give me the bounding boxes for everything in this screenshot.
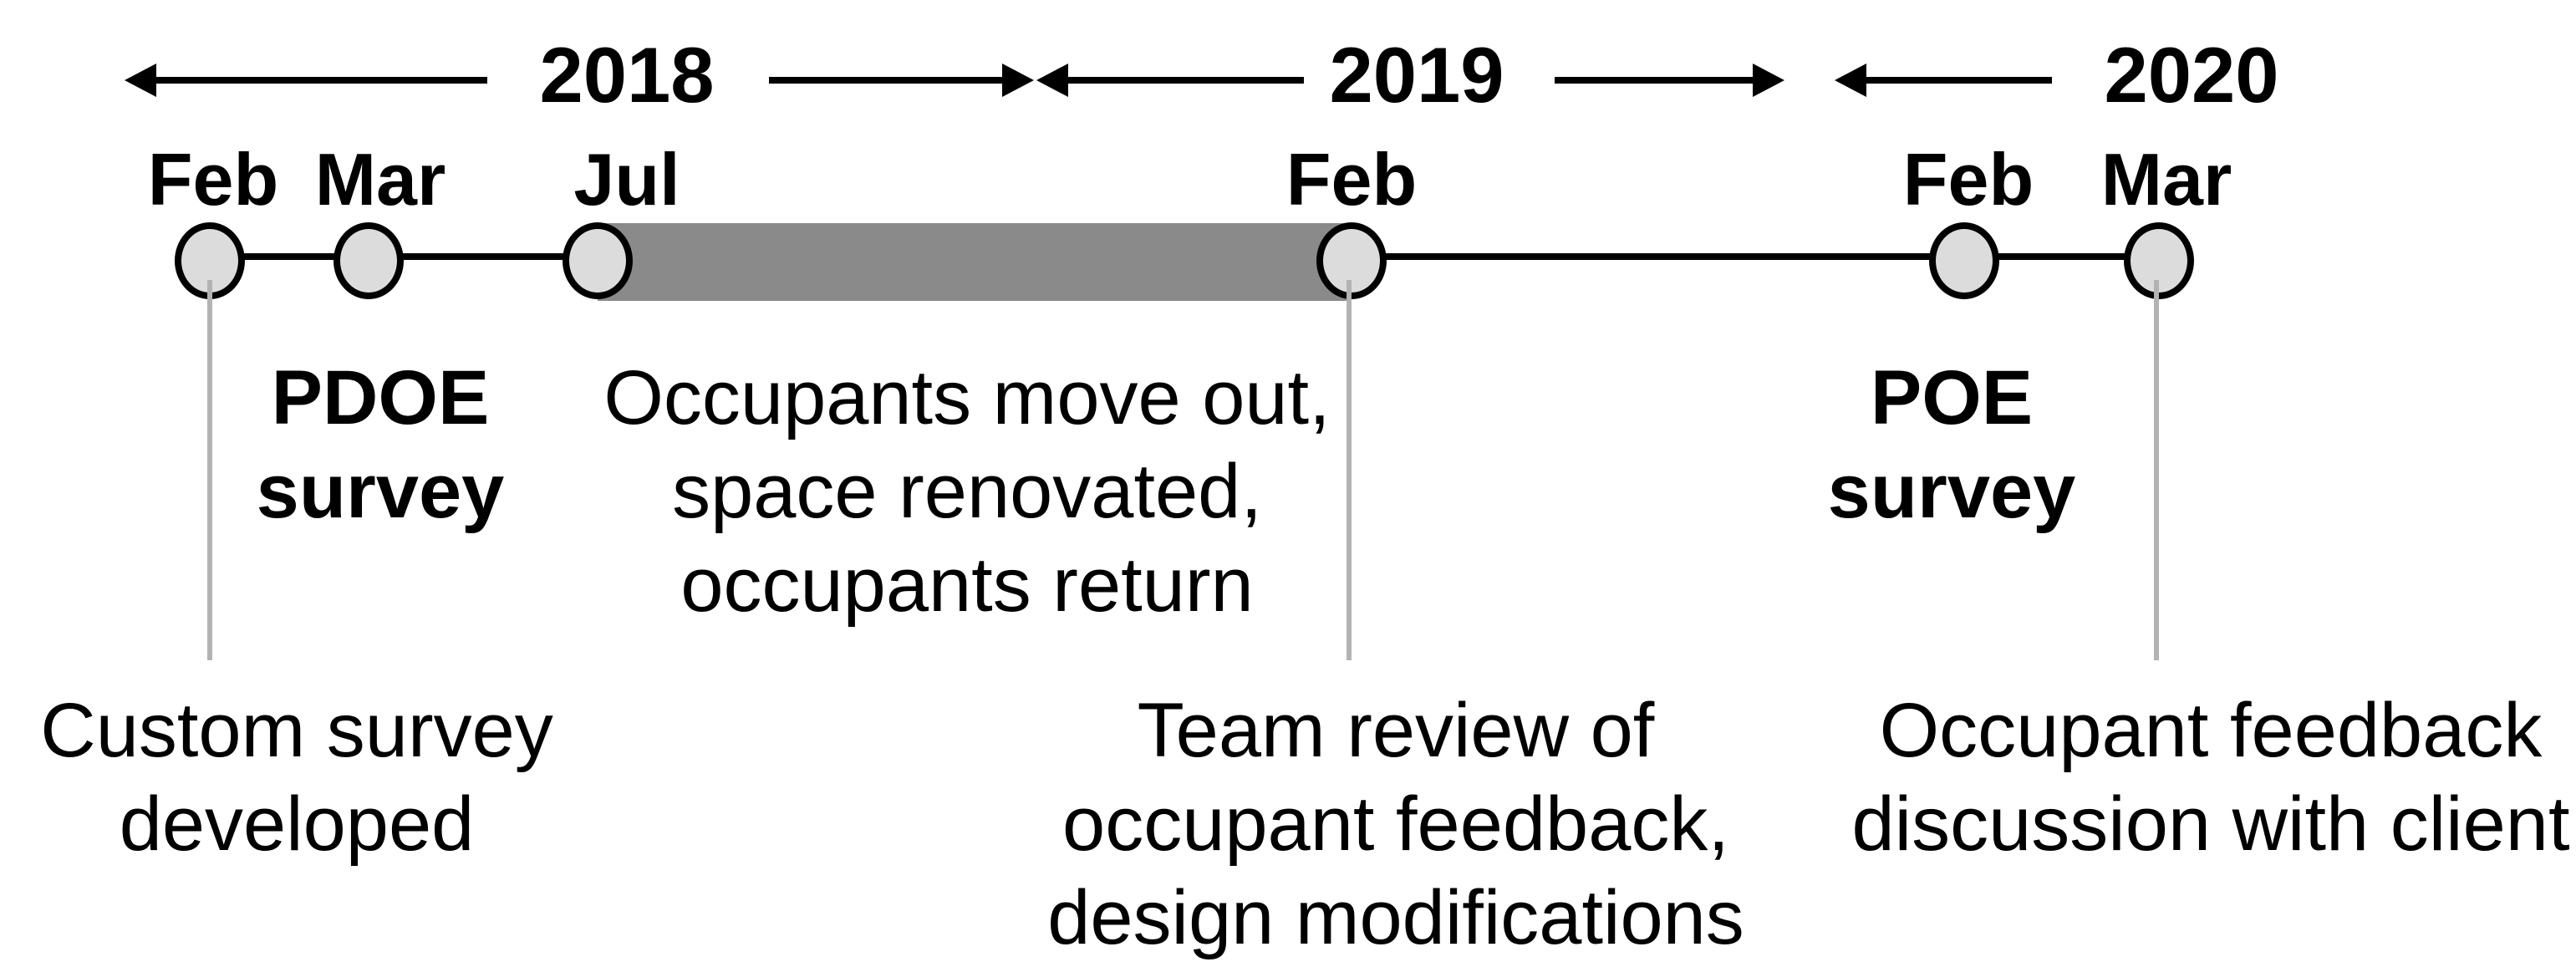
annotation-line: Custom survey bbox=[40, 688, 553, 773]
year-span-line-2019-right bbox=[1555, 77, 1756, 84]
leader-line-mar-2020 bbox=[2154, 280, 2159, 660]
year-label-2018: 2018 bbox=[539, 31, 715, 119]
year-span-line-2018-right bbox=[769, 77, 1007, 84]
period-label-renovation: Occupants move out, space renovated, occ… bbox=[603, 351, 1330, 632]
annotation-occupant-feedback: Occupant feedback discussion with client bbox=[1851, 684, 2569, 871]
timeline-node-mar-2018 bbox=[333, 222, 404, 299]
event-label-line: survey bbox=[1827, 449, 2076, 534]
month-label-mar-2018: Mar bbox=[314, 138, 446, 221]
period-label-line: Occupants move out, bbox=[603, 355, 1331, 440]
period-label-line: space renovated, bbox=[672, 449, 1262, 534]
annotation-team-review: Team review of occupant feedback, design… bbox=[1047, 684, 1744, 962]
leader-line-feb-2018 bbox=[207, 280, 212, 660]
timeline-node-jul-2018 bbox=[563, 222, 633, 299]
annotation-line: developed bbox=[119, 781, 475, 867]
year-span-line-2020-left bbox=[1861, 77, 2052, 84]
year-span-line-2019-left bbox=[1062, 77, 1304, 84]
month-label-mar-2020: Mar bbox=[2100, 138, 2232, 221]
month-label-feb-2018: Feb bbox=[147, 138, 279, 221]
event-label-line: PDOE bbox=[271, 355, 490, 440]
arrowhead-right-2018-end bbox=[1002, 64, 1034, 97]
event-label-poe-survey: POE survey bbox=[1828, 351, 2076, 538]
annotation-line: occupant feedback, bbox=[1062, 781, 1729, 867]
timeline-node-mar-2020 bbox=[2124, 222, 2194, 299]
month-label-feb-2020: Feb bbox=[1902, 138, 2034, 221]
annotation-line: Team review of bbox=[1137, 688, 1655, 773]
year-label-2020: 2020 bbox=[2104, 31, 2279, 119]
year-label-2019: 2019 bbox=[1329, 31, 1504, 119]
timeline-node-feb-2020 bbox=[1929, 222, 1999, 299]
leader-line-feb-2019 bbox=[1347, 280, 1352, 660]
month-label-feb-2019: Feb bbox=[1285, 138, 1418, 221]
annotation-line: discussion with client bbox=[1851, 781, 2570, 867]
event-label-line: POE bbox=[1870, 355, 2034, 440]
period-label-line: occupants return bbox=[680, 542, 1254, 628]
year-span-line-2018-left bbox=[150, 77, 487, 84]
annotation-line: Occupant feedback bbox=[1879, 688, 2543, 773]
timeline-node-feb-2019 bbox=[1316, 222, 1387, 299]
month-label-jul-2018: Jul bbox=[573, 138, 680, 221]
annotation-line: design modifications bbox=[1047, 875, 1744, 960]
annotation-custom-survey: Custom survey developed bbox=[40, 684, 553, 871]
event-label-line: survey bbox=[256, 449, 505, 534]
arrowhead-right-2019-end bbox=[1753, 64, 1784, 97]
renovation-period-bar bbox=[598, 223, 1352, 301]
event-label-pdoe-survey: PDOE survey bbox=[257, 351, 505, 538]
